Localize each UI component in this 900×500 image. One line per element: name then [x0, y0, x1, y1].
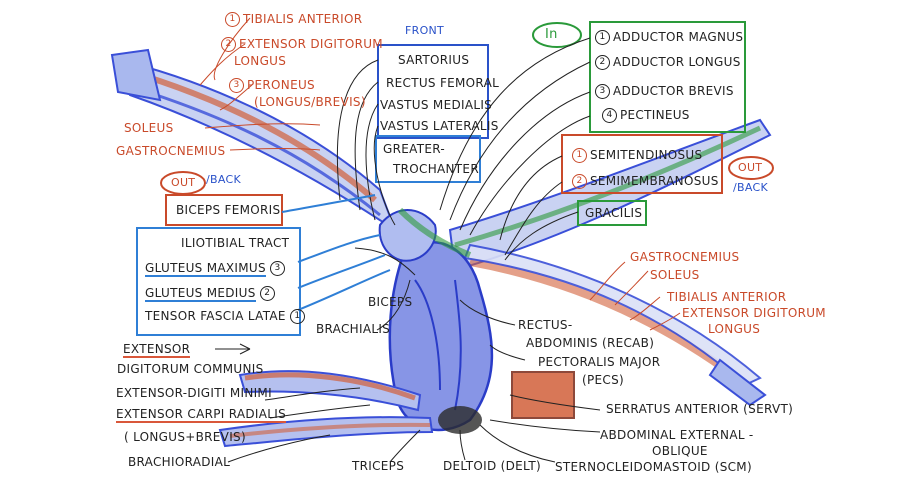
front-box: [377, 44, 489, 139]
number-badge: 3: [270, 261, 285, 276]
leader-lines-red: [199, 17, 681, 331]
label-text: GLUTEUS MAXIMUS: [145, 261, 266, 277]
label-text: ADDUCTOR MAGNUS: [613, 30, 744, 44]
label-extensor-digitorum-right: EXTENSOR DIGITORUM: [682, 306, 826, 320]
number-badge: 3: [595, 84, 610, 99]
label-soleus-right: SOLEUS: [650, 268, 700, 282]
label-greater-trochanter-2: TROCHANTER: [393, 162, 479, 176]
number-badge: 1: [595, 30, 610, 45]
label-brachioradial: BRACHIORADIAL: [128, 455, 231, 469]
label-soleus-left: SOLEUS: [124, 121, 174, 135]
label-vastus-medialis: VASTUS MEDIALIS: [380, 98, 493, 112]
label-gastrocnemius-left: GASTROCNEMIUS: [116, 144, 226, 158]
label-pectoralis-major: PECTORALIS MAJOR: [538, 355, 661, 369]
number-badge: 2: [572, 174, 587, 189]
label-longus: LONGUS: [234, 54, 287, 68]
label-longus-right: LONGUS: [708, 322, 761, 336]
label-gastrocnemius-right: GASTROCNEMIUS: [630, 250, 740, 264]
biceps-femoris-box: [165, 194, 283, 226]
label-rectus-abdominis-1: RECTUS-: [518, 318, 573, 332]
label-longus-brevis: (LONGUS/BREVIS): [254, 95, 366, 109]
label-digitorum-communis: DIGITORUM COMMUNIS: [117, 362, 264, 376]
label-extensor-digiti-minimi: EXTENSOR-DIGITI MINIMI: [116, 386, 272, 400]
label-text: EXTENSOR DIGITORUM: [239, 37, 383, 51]
number-badge: 3: [229, 78, 244, 93]
number-badge: 1: [289, 309, 305, 324]
gracilis-box: [577, 200, 647, 226]
label-tensor-fascia-latae: TENSOR FASCIA LATAE 1: [145, 309, 308, 324]
label-text: SEMIMEMBRANOSUS: [590, 174, 719, 188]
number-badge: 1: [572, 148, 587, 163]
label-brachialis: BRACHIALIS: [316, 322, 391, 336]
label-extensor: EXTENSOR: [123, 342, 191, 358]
hamstring-box: [561, 134, 723, 194]
label-text: EXTENSOR: [123, 342, 191, 358]
right-leg: [448, 118, 772, 407]
label-gracilis: GRACILIS: [585, 206, 643, 220]
label-oblique: OBLIQUE: [652, 444, 708, 458]
label-rectus-abdominis-2: ABDOMINIS (RECAB): [526, 336, 655, 350]
number-badge: 1: [225, 12, 240, 27]
label-greater-trochanter-1: GREATER-: [383, 142, 445, 156]
label-rectus-femoral: RECTUS FEMORAL: [386, 76, 500, 90]
label-longus-brevis-arm: ( LONGUS+BREVIS): [124, 430, 246, 444]
label-text: GLUTEUS MEDIUS: [145, 286, 256, 302]
label-out-right: OUT: [738, 161, 763, 174]
torso: [378, 207, 575, 432]
label-text: ADDUCTOR LONGUS: [613, 55, 741, 69]
label-vastus-lateralis: VASTUS LATERALIS: [380, 119, 499, 133]
label-abdominal-external: ABDOMINAL EXTERNAL -: [600, 428, 754, 442]
number-badge: 2: [221, 37, 236, 52]
label-triceps: TRICEPS: [352, 459, 405, 473]
label-iliotibial-tract: ILIOTIBIAL TRACT: [181, 236, 290, 250]
adductor-box: [589, 21, 746, 133]
label-tibialis-anterior-right: TIBIALIS ANTERIOR: [667, 290, 787, 304]
in-oval: [532, 22, 582, 48]
label-text: EXTENSOR CARPI RADIALIS: [116, 407, 287, 423]
label-biceps: BICEPS: [368, 295, 413, 309]
label-in: In: [545, 27, 558, 42]
label-extensor-carpi-radialis: EXTENSOR CARPI RADIALIS: [116, 407, 287, 423]
label-text: SEMITENDINOSUS: [590, 148, 703, 162]
label-text: ADDUCTOR BREVIS: [613, 84, 734, 98]
label-deltoid: DELTOID (DELT): [443, 459, 541, 473]
out-oval-left: [160, 171, 206, 195]
label-gluteus-medius: GLUTEUS MEDIUS 2: [145, 286, 278, 302]
label-out-left: OUT: [171, 176, 196, 189]
label-back-left: /BACK: [206, 173, 241, 186]
leader-lines: [215, 37, 601, 463]
number-badge: 2: [259, 286, 275, 301]
label-biceps-femoris: BICEPS FEMORIS: [176, 203, 281, 217]
label-back-right: /BACK: [733, 181, 768, 194]
label-text: TIBIALIS ANTERIOR: [243, 12, 363, 26]
label-text: PECTINEUS: [620, 108, 690, 122]
label-serratus-anterior: SERRATUS ANTERIOR (SERVT): [606, 402, 794, 416]
leader-lines-blue: [281, 194, 391, 311]
label-sartorius: SARTORIUS: [398, 53, 470, 67]
label-pecs: (PECS): [582, 373, 624, 387]
label-text: PERONEUS: [247, 78, 315, 92]
label-scm: STERNOCLEIDOMASTOID (SCM): [555, 460, 752, 474]
label-text: TENSOR FASCIA LATAE: [145, 309, 286, 323]
number-badge: 2: [595, 55, 610, 70]
label-front: FRONT: [405, 24, 445, 37]
out-oval-right: [728, 156, 774, 180]
label-gluteus-maximus: GLUTEUS MAXIMUS 3: [145, 261, 288, 277]
lateral-box: [136, 227, 301, 336]
number-badge: 4: [602, 108, 617, 123]
